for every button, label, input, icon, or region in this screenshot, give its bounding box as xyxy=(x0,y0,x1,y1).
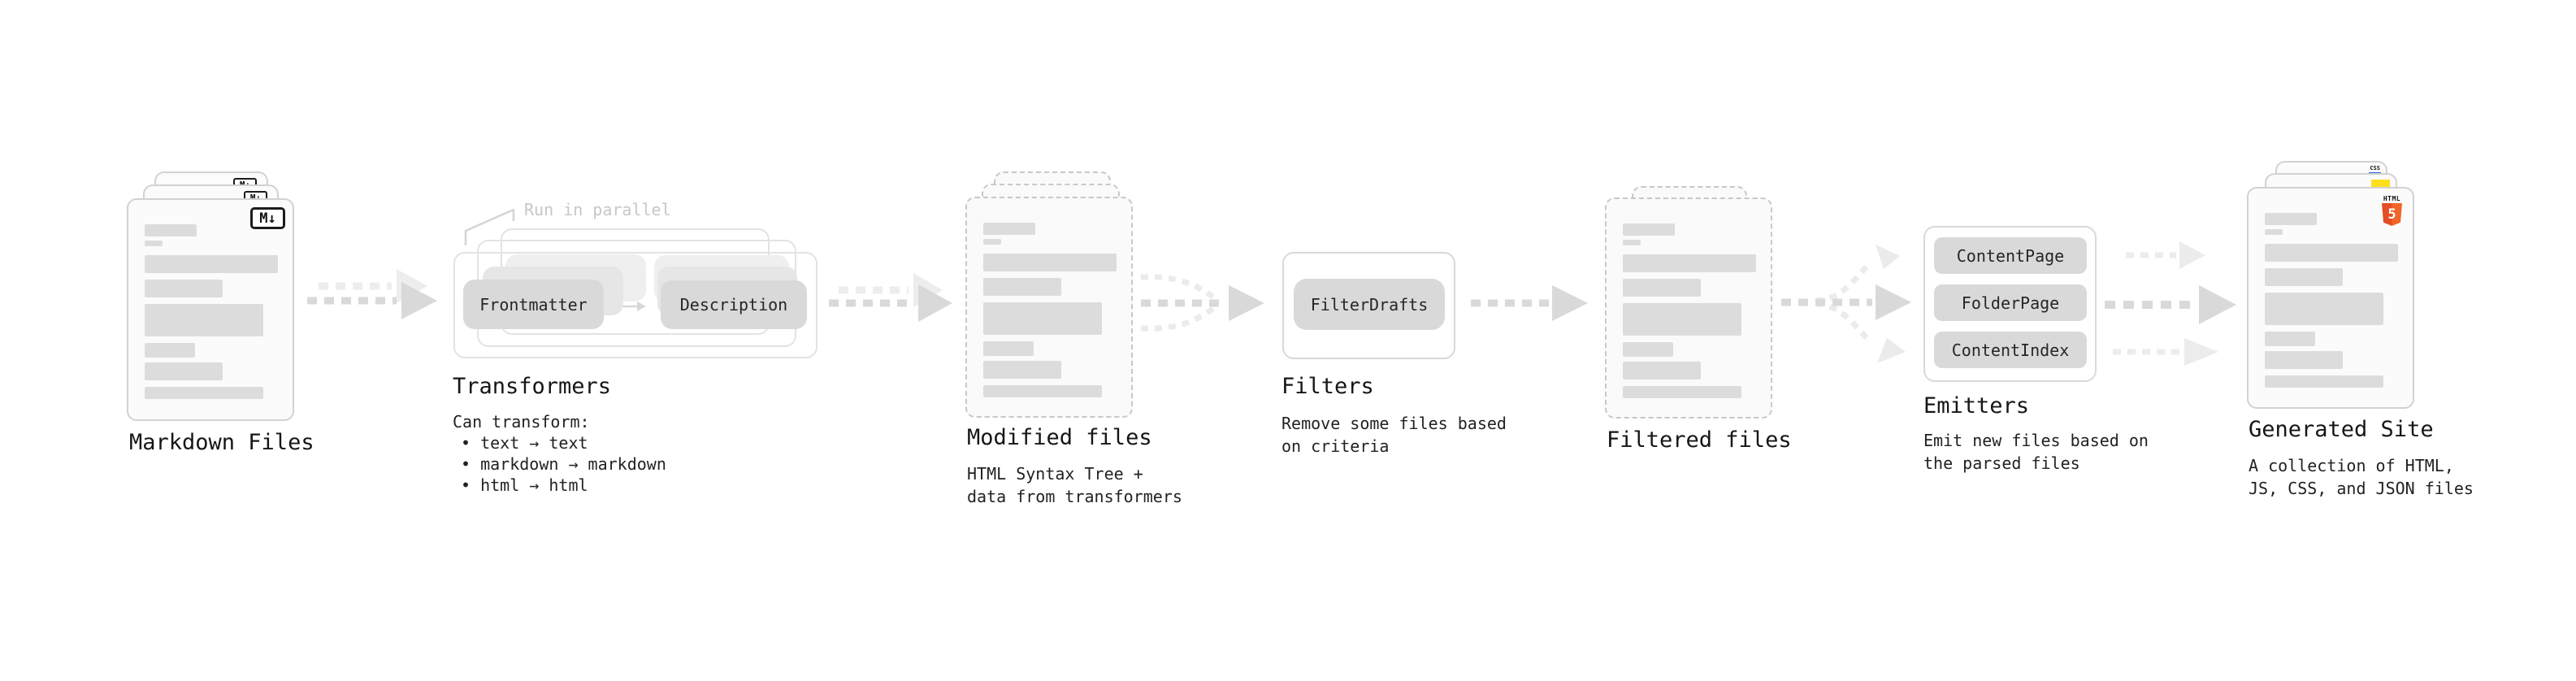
markdown-icon: M↓ xyxy=(250,207,285,229)
chip-description: Description xyxy=(661,280,807,329)
arrow-filters-to-filtered xyxy=(1471,285,1588,321)
note-run-in-parallel: Run in parallel xyxy=(524,200,671,219)
stage-title-markdown-files: Markdown Files xyxy=(129,430,314,455)
desc-heading: Can transform: xyxy=(453,412,590,432)
stage-title-filtered-files: Filtered files xyxy=(1607,427,1792,453)
chip-frontmatter: Frontmatter xyxy=(463,280,604,329)
transformer-box-front xyxy=(453,252,817,358)
skeleton-line xyxy=(983,385,1102,397)
stage-title-filters: Filters xyxy=(1281,374,1374,399)
skeleton-line xyxy=(1623,362,1701,380)
skeleton-line xyxy=(1623,386,1741,398)
skeleton-line xyxy=(1623,254,1756,272)
skeleton-line xyxy=(2265,229,2283,235)
arrow-ghost-transformers-to-modified xyxy=(839,273,943,307)
desc-line: A collection of HTML, xyxy=(2249,456,2454,475)
chip-contentindex: ContentIndex xyxy=(1934,332,2087,368)
doc-skeleton xyxy=(983,223,1121,397)
skeleton-line xyxy=(983,239,1001,245)
skeleton-line xyxy=(145,387,263,399)
doc-card-front xyxy=(965,197,1133,418)
stage-title-transformers: Transformers xyxy=(453,374,612,399)
chip-folderpage: FolderPage xyxy=(1934,284,2087,321)
doc-skeleton xyxy=(1623,223,1761,398)
skeleton-line xyxy=(1623,303,1741,336)
desc-line: the parsed files xyxy=(1923,453,2080,473)
desc-line: on criteria xyxy=(1281,436,1390,456)
arrow-ghost-markdown-to-transformers xyxy=(319,269,427,303)
arrow-merge-modified-to-filters xyxy=(1140,274,1264,332)
desc-bullet: • text → text xyxy=(461,433,588,453)
desc-line: JS, CSS, and JSON files xyxy=(2249,479,2474,498)
html5-label: HTML xyxy=(2383,195,2401,202)
doc-card-front: HTML 5 xyxy=(2247,187,2414,409)
skeleton-line xyxy=(145,362,223,380)
desc-bullet: • markdown → markdown xyxy=(461,454,666,474)
arrow-transformers-to-modified xyxy=(829,284,952,322)
skeleton-line xyxy=(2265,244,2398,262)
stage-desc-transformers: Can transform: • text → text • markdown … xyxy=(453,411,666,496)
stage-desc-modified-files: HTML Syntax Tree + data from transformer… xyxy=(967,462,1182,508)
doc-skeleton xyxy=(145,224,283,399)
skeleton-line xyxy=(145,343,195,358)
skeleton-line xyxy=(1623,223,1675,236)
stage-title-generated-site: Generated Site xyxy=(2249,417,2434,442)
doc-card-front xyxy=(1605,197,1772,419)
desc-line: data from transformers xyxy=(967,487,1182,506)
desc-line: Emit new files based on xyxy=(1923,431,2149,450)
skeleton-line xyxy=(983,361,1061,379)
skeleton-line xyxy=(145,280,223,297)
desc-bullet: • html → html xyxy=(461,475,588,495)
desc-line: HTML Syntax Tree + xyxy=(967,464,1143,484)
skeleton-line xyxy=(983,254,1117,271)
stage-title-emitters: Emitters xyxy=(1923,393,2030,419)
skeleton-line xyxy=(145,241,163,246)
skeleton-line xyxy=(983,302,1102,335)
skeleton-line xyxy=(2265,351,2343,369)
arrows-emitters-to-generated xyxy=(2105,241,2236,366)
stage-desc-generated-site: A collection of HTML, JS, CSS, and JSON … xyxy=(2249,454,2474,500)
doc-skeleton xyxy=(2265,213,2403,388)
skeleton-line xyxy=(983,341,1034,356)
skeleton-line xyxy=(2265,375,2383,388)
skeleton-line xyxy=(1623,279,1701,297)
skeleton-line xyxy=(983,223,1035,235)
html5-shield: 5 xyxy=(2382,203,2402,226)
stage-title-modified-files: Modified files xyxy=(967,425,1152,450)
chip-contentpage: ContentPage xyxy=(1934,237,2087,274)
arrow-markdown-to-transformers xyxy=(307,282,437,319)
stage-desc-filters: Remove some files based on criteria xyxy=(1281,412,1507,458)
skeleton-line xyxy=(145,304,263,336)
skeleton-line xyxy=(2265,268,2343,286)
desc-line: Remove some files based xyxy=(1281,414,1507,433)
skeleton-line xyxy=(2265,293,2383,325)
stage-desc-emitters: Emit new files based on the parsed files xyxy=(1923,429,2149,475)
skeleton-line xyxy=(145,255,278,273)
skeleton-line xyxy=(2265,213,2317,225)
skeleton-line xyxy=(2265,332,2315,346)
chip-filterdrafts: FilterDrafts xyxy=(1294,279,1445,330)
doc-card-front: M↓ xyxy=(127,198,294,421)
skeleton-line xyxy=(1623,342,1673,357)
skeleton-line xyxy=(983,278,1061,296)
skeleton-line xyxy=(145,224,197,236)
html5-icon: HTML 5 xyxy=(2381,195,2403,226)
skeleton-line xyxy=(1623,240,1641,245)
arrow-fan-filtered-to-emitters xyxy=(1781,245,1911,363)
